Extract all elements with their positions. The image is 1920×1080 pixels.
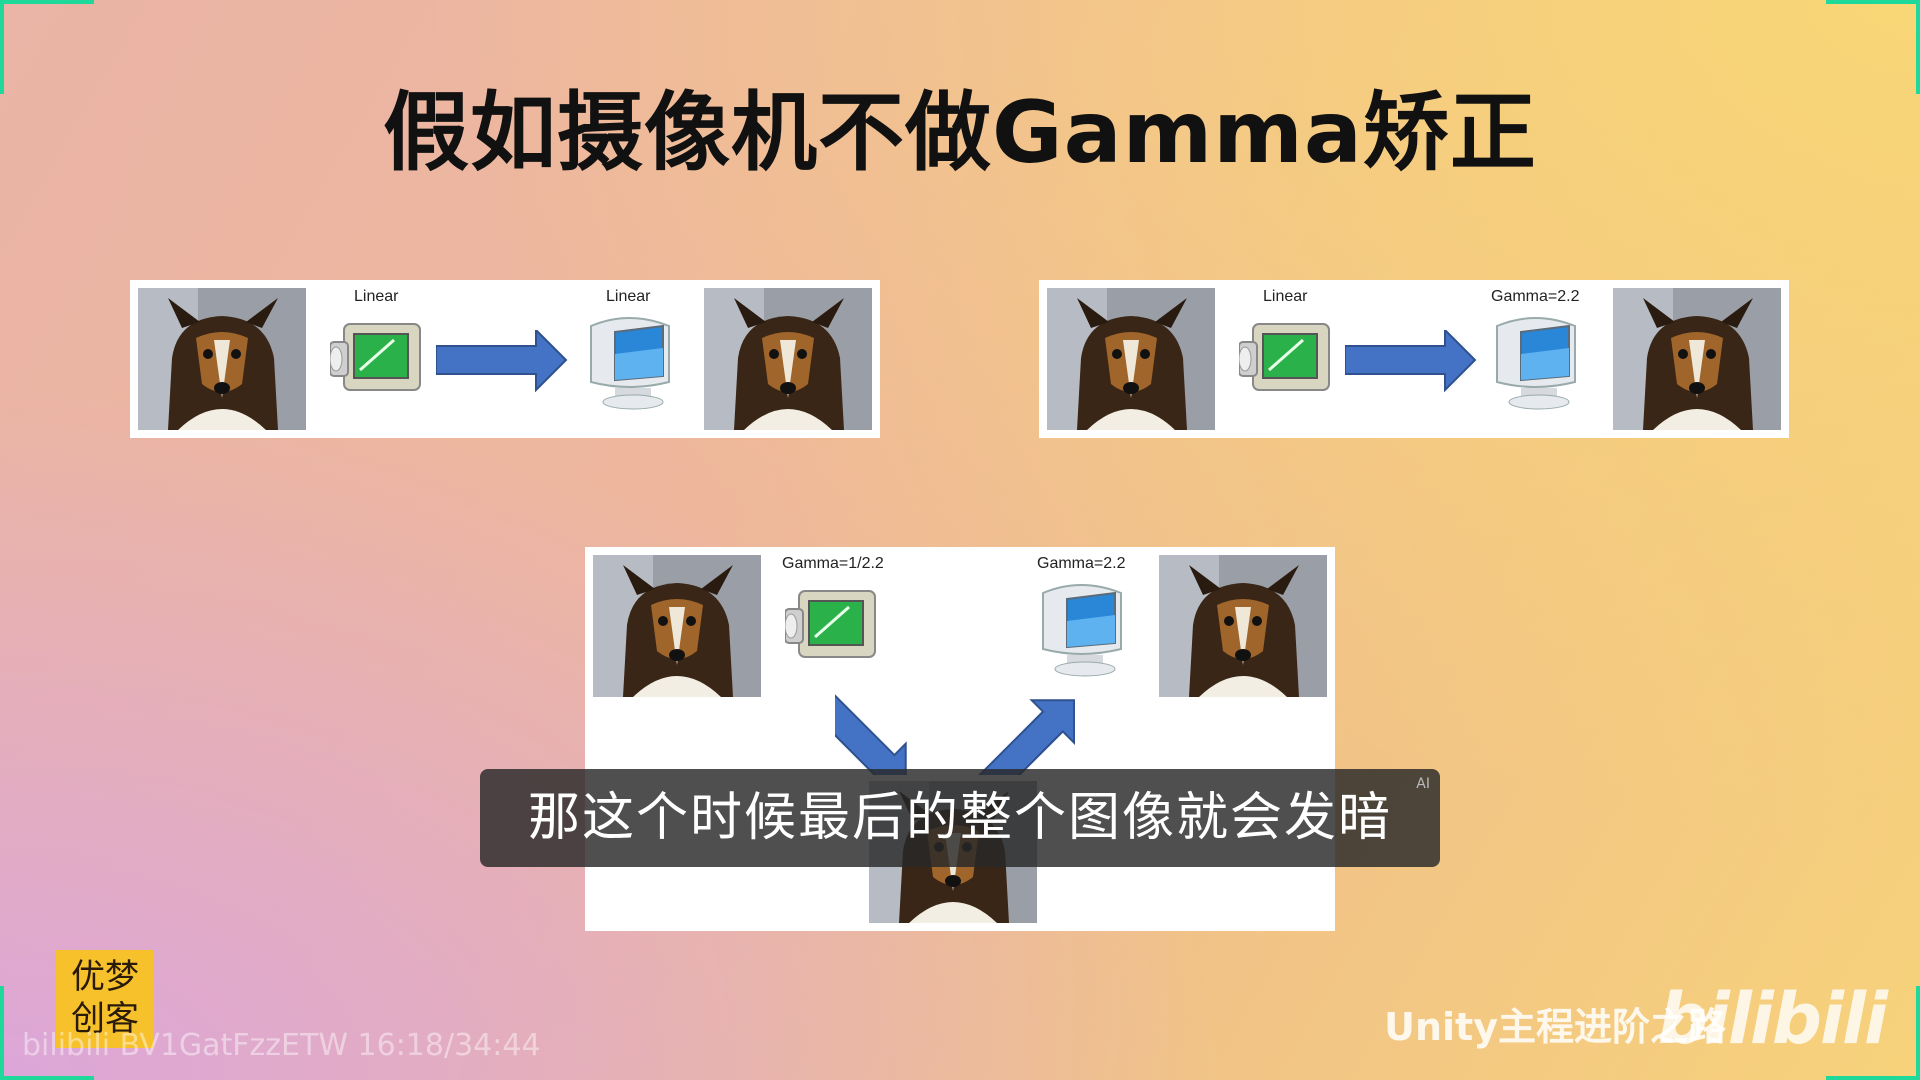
logo-line-2: 创客 bbox=[71, 999, 139, 1039]
channel-name-watermark: Unity主程进阶之路 bbox=[1384, 1005, 1726, 1049]
corner-accent-top-left bbox=[0, 0, 94, 94]
camera-icon bbox=[330, 322, 422, 392]
arrow-up-right-icon bbox=[960, 678, 1075, 775]
corner-accent-bottom-right bbox=[1826, 986, 1920, 1080]
dog-photo bbox=[1047, 288, 1215, 430]
dog-photo bbox=[593, 555, 761, 697]
video-id-watermark: bilibili BV1GatFzzETW 16:18/34:44 bbox=[22, 1028, 541, 1063]
monitor-label: Linear bbox=[606, 288, 651, 305]
camera-label: Linear bbox=[1263, 288, 1308, 305]
ai-subtitle-tag: AI bbox=[1416, 776, 1430, 792]
dog-photo-dark bbox=[1613, 288, 1781, 430]
camera-icon bbox=[785, 589, 877, 659]
arrow-right-icon bbox=[1345, 330, 1476, 391]
video-subtitle: 那这个时候最后的整个图像就会发暗 AI bbox=[480, 769, 1440, 867]
subtitle-text: 那这个时候最后的整个图像就会发暗 bbox=[527, 788, 1392, 848]
dog-photo bbox=[1159, 555, 1327, 697]
channel-logo: 优梦 创客 bbox=[56, 950, 154, 1048]
arrow-right-icon bbox=[436, 330, 567, 391]
monitor-label: Gamma=2.2 bbox=[1491, 288, 1580, 305]
monitor-icon bbox=[590, 317, 670, 410]
monitor-label: Gamma=2.2 bbox=[1037, 555, 1126, 572]
corner-accent-bottom-left bbox=[0, 986, 94, 1080]
diagram-linear-linear: Linear Linear bbox=[130, 280, 880, 438]
bilibili-logo: bilibili bbox=[1657, 978, 1888, 1060]
camera-label: Gamma=1/2.2 bbox=[782, 555, 884, 572]
camera-icon bbox=[1239, 322, 1331, 392]
dog-photo bbox=[138, 288, 306, 430]
monitor-icon bbox=[1496, 317, 1576, 410]
slide-title: 假如摄像机不做Gamma矫正 bbox=[383, 83, 1537, 183]
corner-accent-top-right bbox=[1826, 0, 1920, 94]
diagram-gamma-corrected: Gamma=1/2.2 Gamma=2.2 bbox=[585, 547, 1335, 931]
arrow-down-right-icon bbox=[835, 672, 928, 775]
camera-label: Linear bbox=[354, 288, 399, 305]
dog-photo bbox=[704, 288, 872, 430]
logo-line-1: 优梦 bbox=[71, 957, 139, 997]
diagram-linear-gamma: Linear Gamma=2.2 bbox=[1039, 280, 1789, 438]
